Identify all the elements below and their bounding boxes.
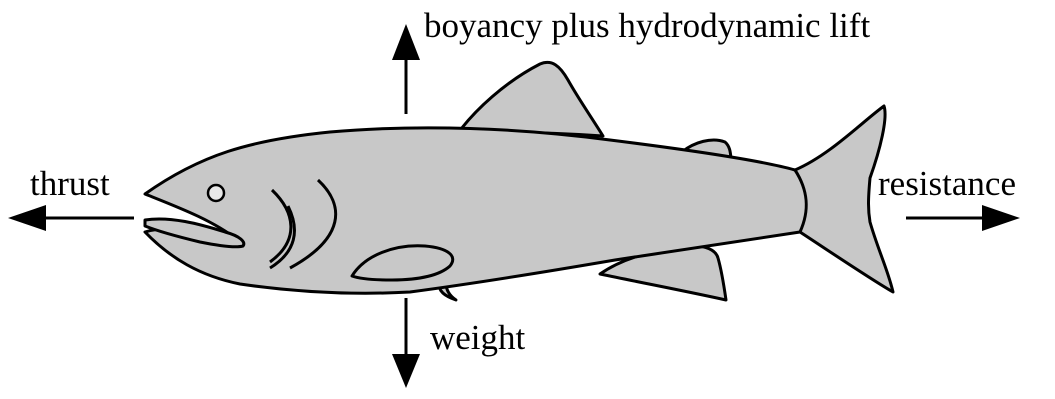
thrust-label: thrust — [30, 166, 110, 201]
up-arrow — [392, 24, 420, 114]
right-arrow — [906, 205, 1020, 231]
resistance-label: resistance — [878, 166, 1016, 201]
weight-label: weight — [430, 320, 525, 355]
dorsal-fin — [458, 62, 603, 136]
down-arrow — [392, 298, 420, 388]
lift-label: boyancy plus hydrodynamic lift — [424, 8, 870, 43]
fish-body — [145, 106, 893, 293]
fish-eye — [208, 185, 224, 201]
left-arrow — [8, 205, 134, 231]
